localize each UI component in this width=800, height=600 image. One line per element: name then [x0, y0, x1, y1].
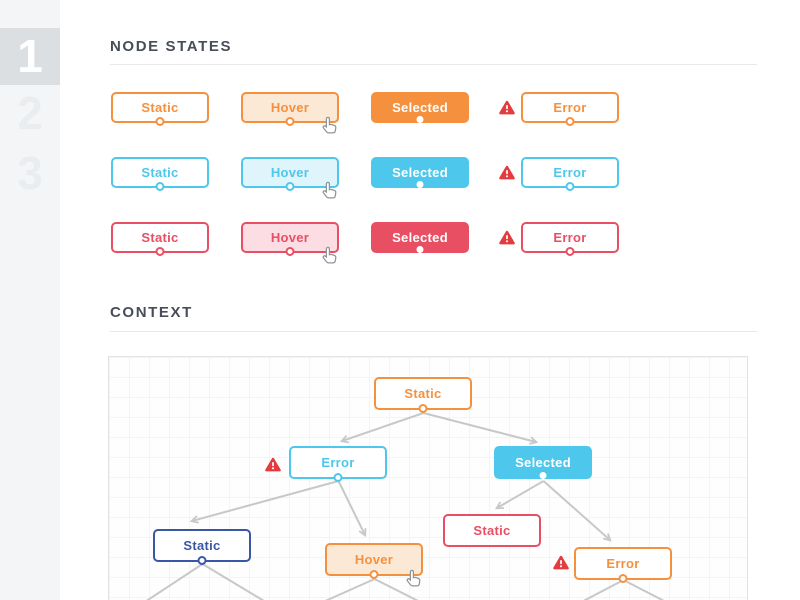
tree-node-label: Static: [473, 523, 511, 538]
state-button-hover[interactable]: Hover: [241, 92, 339, 134]
tree-node-label: Error: [321, 455, 355, 470]
connector-dot: [155, 117, 165, 126]
connector-dot: [618, 574, 628, 583]
state-button-static[interactable]: Static: [111, 222, 209, 256]
state-button-hover[interactable]: Hover: [241, 157, 339, 199]
step-number: 1: [17, 30, 43, 82]
warning-icon: [499, 165, 515, 180]
context-tree-panel: Static Error Selected Static Hover Stati…: [108, 356, 748, 600]
state-button-error[interactable]: Error: [521, 92, 619, 126]
connector-dot: [416, 246, 424, 253]
state-button-selected[interactable]: Selected: [371, 92, 469, 123]
tree-node-error-left[interactable]: Error: [289, 446, 387, 482]
warning-icon: [265, 457, 281, 472]
tree-node-static-deep-left[interactable]: Static: [153, 529, 251, 565]
sidebar-step-1[interactable]: 1: [0, 28, 60, 85]
section-divider: [110, 331, 757, 332]
tree-node-label: Hover: [354, 552, 394, 567]
state-button-label: Error: [553, 230, 587, 245]
context-title: CONTEXT: [110, 304, 193, 321]
state-button-label: Error: [553, 100, 587, 115]
state-button-hover[interactable]: Hover: [241, 222, 339, 264]
state-button-error[interactable]: Error: [521, 222, 619, 256]
connector-dot: [369, 570, 379, 579]
hand-cursor-icon: [322, 246, 337, 264]
state-button-label: Error: [553, 165, 587, 180]
warning-icon: [499, 230, 515, 245]
tree-node-static-mid[interactable]: Static: [443, 514, 541, 547]
state-button-label: Selected: [392, 165, 448, 180]
state-button-static[interactable]: Static: [111, 92, 209, 126]
state-button-label: Selected: [392, 230, 448, 245]
step-number: 3: [17, 147, 43, 199]
connector-dot: [155, 247, 165, 256]
tree-node-static-root[interactable]: Static: [374, 377, 472, 413]
connector-dot: [285, 247, 295, 256]
hand-cursor-icon: [406, 569, 421, 587]
state-button-label: Hover: [270, 165, 310, 180]
state-button-label: Static: [141, 100, 179, 115]
hand-cursor-icon: [322, 116, 337, 134]
connector-dot: [565, 247, 575, 256]
tree-node-error-right[interactable]: Error: [574, 547, 672, 583]
state-button-label: Hover: [270, 230, 310, 245]
tree-node-selected[interactable]: Selected: [494, 446, 592, 479]
node-states-title: NODE STATES: [110, 38, 233, 55]
state-button-static[interactable]: Static: [111, 157, 209, 191]
state-button-selected[interactable]: Selected: [371, 157, 469, 188]
tree-node-label: Selected: [515, 455, 571, 470]
connector-dot: [285, 182, 295, 191]
step-number: 2: [17, 87, 43, 139]
sidebar-step-3[interactable]: 3: [0, 148, 60, 198]
tree-node-hover[interactable]: Hover: [325, 543, 423, 587]
state-button-label: Hover: [270, 100, 310, 115]
connector-dot: [539, 472, 547, 479]
connector-dot: [565, 117, 575, 126]
state-button-error[interactable]: Error: [521, 157, 619, 191]
tree-node-label: Static: [183, 538, 221, 553]
step-sidebar: 1 2 3: [0, 0, 60, 600]
warning-icon: [553, 555, 569, 570]
connector-dot: [197, 556, 207, 565]
tree-node-label: Static: [404, 386, 442, 401]
connector-dot: [416, 116, 424, 123]
tree-node-label: Error: [606, 556, 640, 571]
connector-dot: [565, 182, 575, 191]
connector-dot: [285, 117, 295, 126]
hand-cursor-icon: [322, 181, 337, 199]
connector-dot: [333, 473, 343, 482]
state-button-label: Static: [141, 165, 179, 180]
state-button-label: Selected: [392, 100, 448, 115]
state-button-selected[interactable]: Selected: [371, 222, 469, 253]
connector-dot: [416, 181, 424, 188]
connector-dot: [155, 182, 165, 191]
warning-icon: [499, 100, 515, 115]
connector-dot: [418, 404, 428, 413]
state-button-label: Static: [141, 230, 179, 245]
sidebar-step-2[interactable]: 2: [0, 88, 60, 138]
section-divider: [110, 64, 757, 65]
